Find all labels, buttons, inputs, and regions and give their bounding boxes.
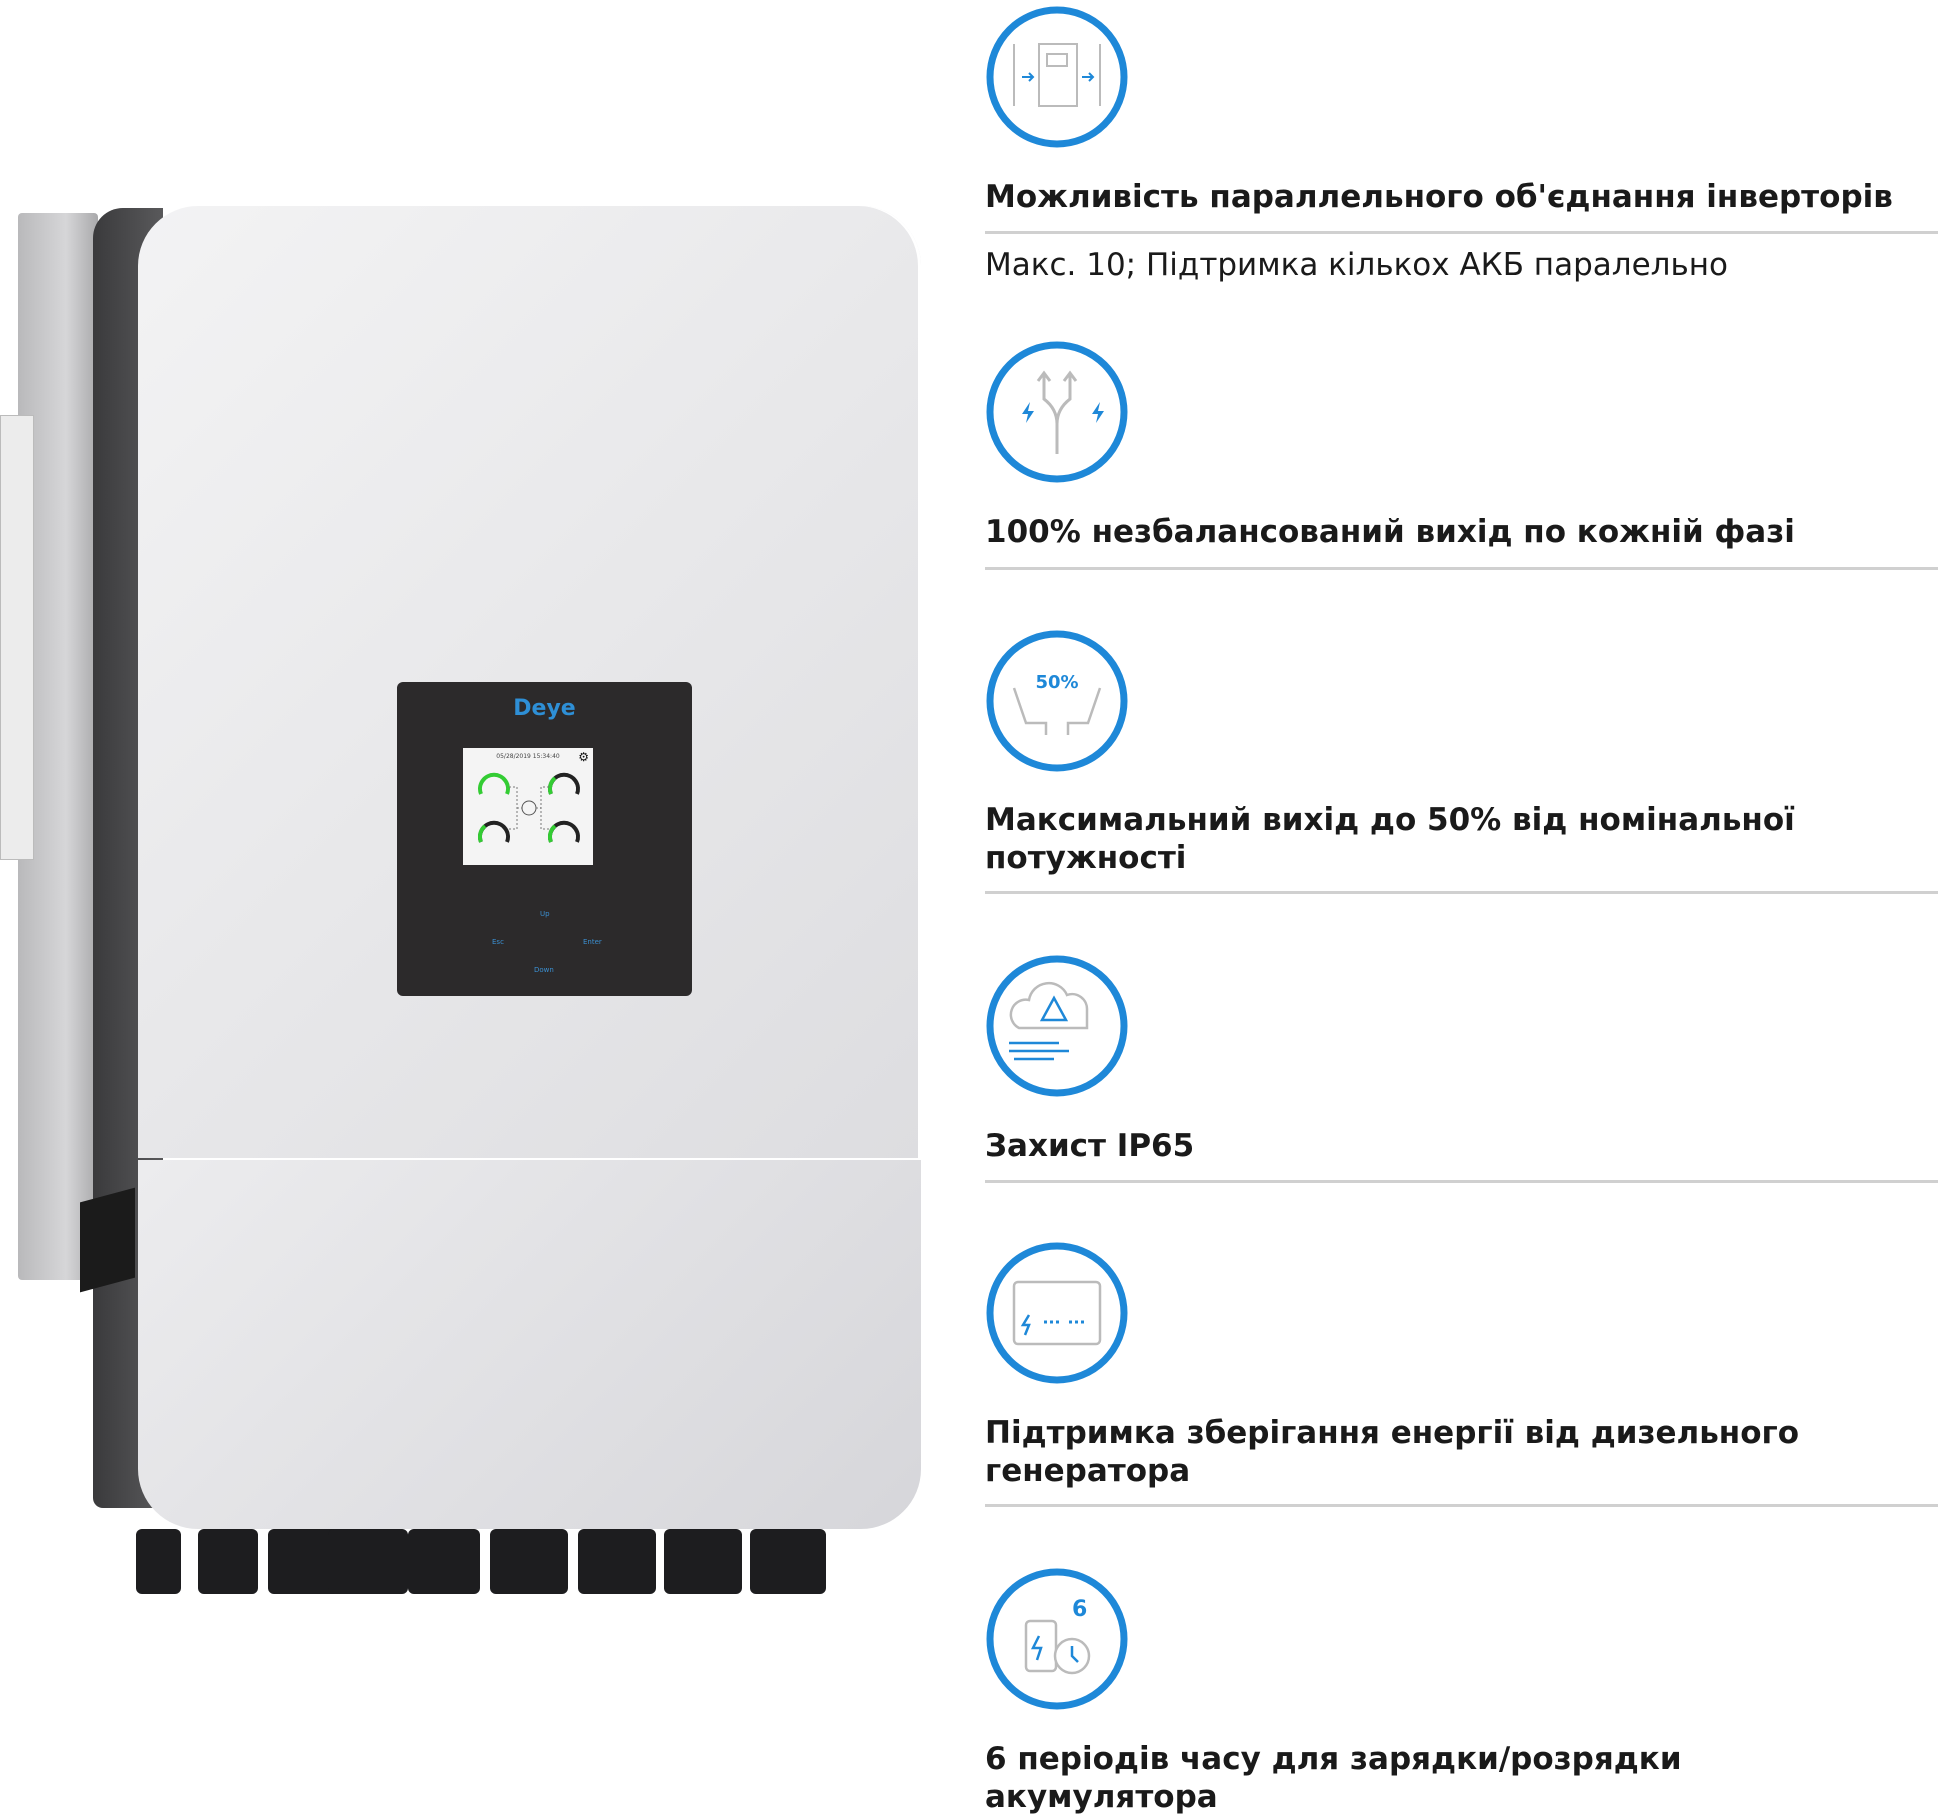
periods-badge: 6 bbox=[1072, 1597, 1087, 1622]
feature-title: Максимальний вихід до 50% від номінально… bbox=[985, 802, 1795, 876]
up-button[interactable]: Up bbox=[540, 910, 550, 918]
divider bbox=[985, 891, 1938, 894]
parallel-inverters-icon bbox=[986, 6, 1128, 148]
inverter-bottom-cover bbox=[138, 1160, 921, 1529]
inverter-image: Deye 05/28/2019 15:34:40 ⚙ Up Esc Enter … bbox=[0, 0, 960, 1798]
connector bbox=[198, 1529, 258, 1594]
down-button[interactable]: Down bbox=[534, 966, 554, 974]
divider bbox=[985, 567, 1938, 570]
feature-subtitle: Макс. 10; Підтримка кількох АКБ паралель… bbox=[985, 247, 1728, 283]
split-arrows-lightning-icon bbox=[986, 341, 1128, 483]
connector bbox=[136, 1529, 181, 1594]
connector bbox=[750, 1529, 826, 1594]
hands-50-percent-icon: 50% bbox=[986, 630, 1128, 772]
divider bbox=[985, 1180, 1938, 1183]
divider bbox=[985, 1504, 1938, 1507]
feature-title: 6 періодів часу для зарядки/розрядки аку… bbox=[985, 1741, 1682, 1815]
feature-title: Підтримка зберігання енергії від дизельн… bbox=[985, 1415, 1800, 1489]
diesel-generator-icon bbox=[986, 1242, 1128, 1384]
feature-title: 100% незбалансований вихід по кожній фаз… bbox=[985, 514, 1795, 550]
feature-title: Захист IP65 bbox=[985, 1128, 1195, 1164]
display-panel: Deye 05/28/2019 15:34:40 ⚙ Up Esc Enter … bbox=[397, 682, 692, 996]
battery-timer-icon: 6 bbox=[986, 1568, 1128, 1710]
connector bbox=[664, 1529, 742, 1594]
connector bbox=[408, 1529, 480, 1594]
mounting-bracket bbox=[0, 415, 34, 860]
energy-flow-diagram bbox=[477, 772, 580, 843]
brand-logo: Deye bbox=[513, 696, 576, 721]
lcd-screen: 05/28/2019 15:34:40 ⚙ bbox=[463, 748, 593, 865]
enter-button[interactable]: Enter bbox=[583, 938, 602, 946]
connector bbox=[490, 1529, 568, 1594]
side-handle bbox=[80, 1187, 135, 1293]
esc-button[interactable]: Esc bbox=[492, 938, 504, 946]
feature-title: Можливість параллельного об'єднання інве… bbox=[985, 179, 1893, 215]
divider bbox=[985, 231, 1938, 234]
percent-badge: 50% bbox=[1035, 672, 1078, 693]
connector bbox=[578, 1529, 656, 1594]
gear-icon: ⚙ bbox=[578, 750, 589, 764]
connector bbox=[328, 1529, 408, 1594]
lcd-datetime: 05/28/2019 15:34:40 bbox=[496, 753, 560, 760]
weather-protection-icon bbox=[986, 955, 1128, 1097]
